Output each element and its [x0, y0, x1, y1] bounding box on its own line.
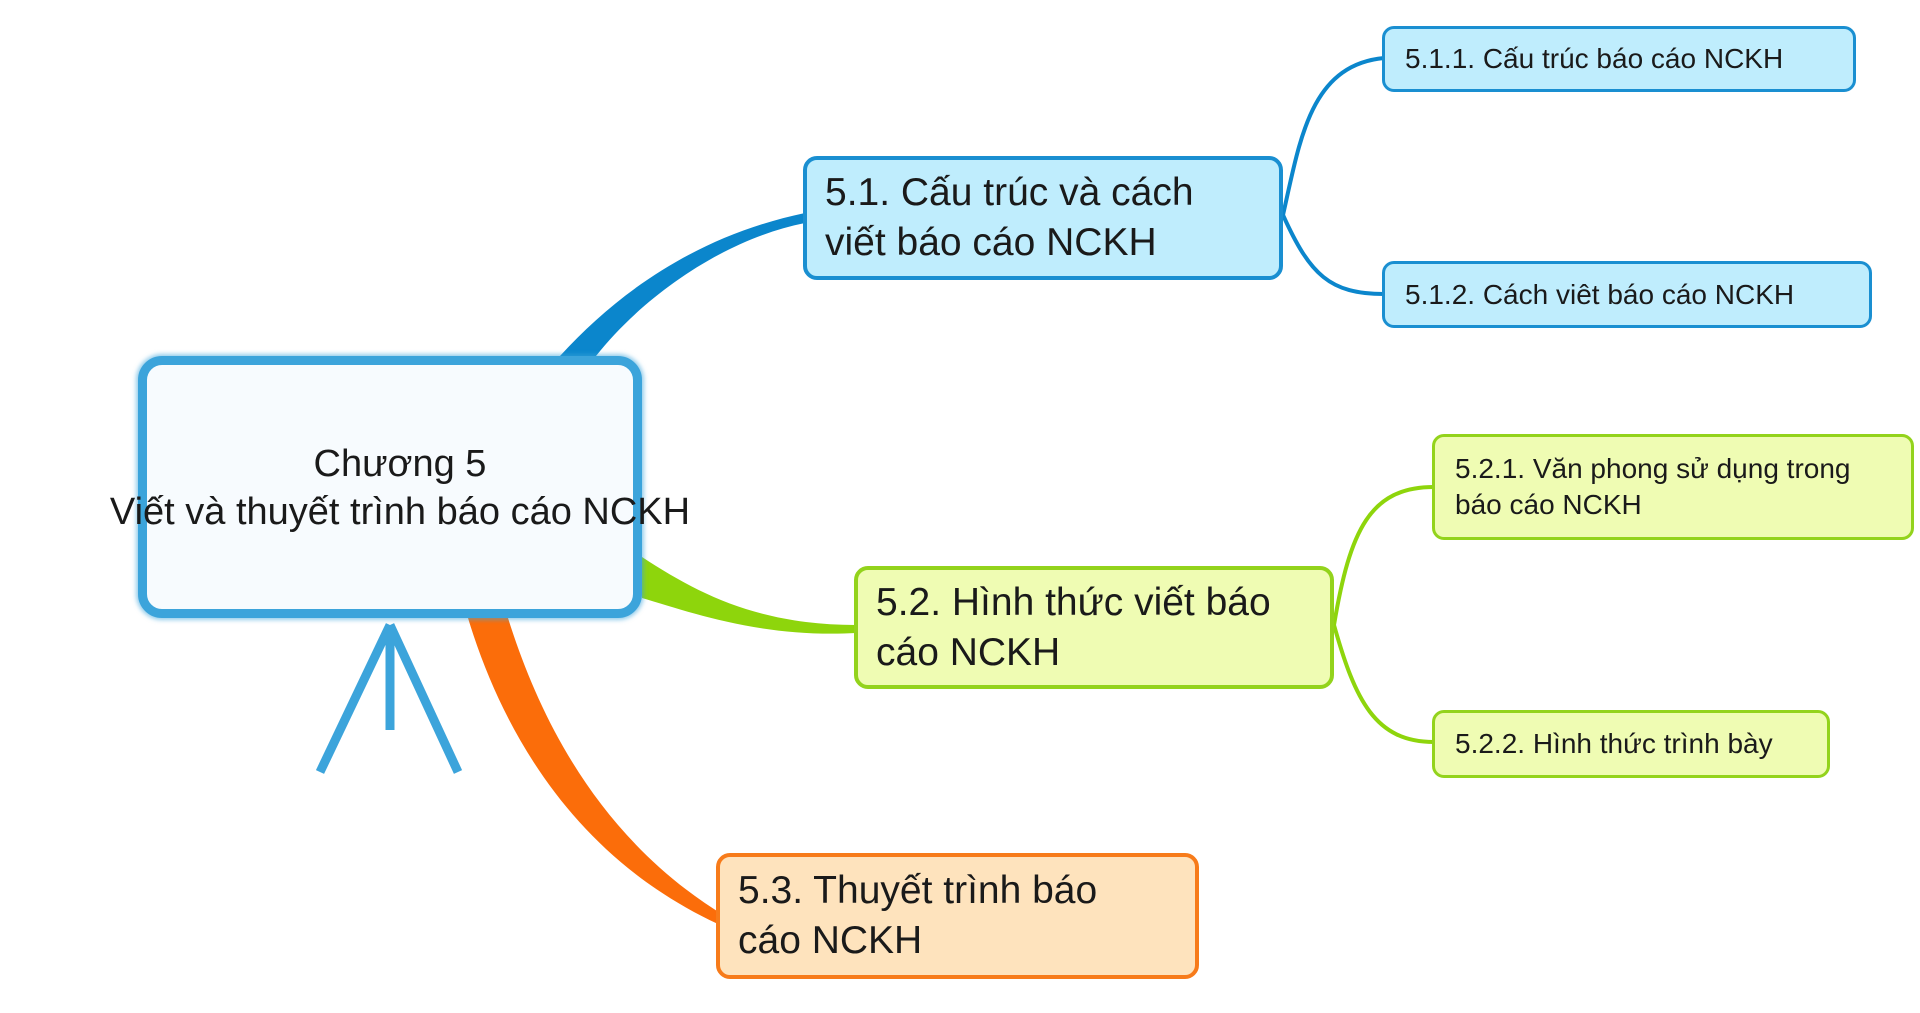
- topic-5-1-label: 5.1. Cấu trúc và cách viết báo cáo NCKH: [825, 171, 1194, 264]
- subtopic-5-1-2[interactable]: 5.1.2. Cách viêt báo cáo NCKH: [1382, 261, 1872, 328]
- subtopic-5-1-1-label: 5.1.1. Cấu trúc báo cáo NCKH: [1405, 43, 1784, 75]
- topic-5-2[interactable]: 5.2. Hình thức viết báo cáo NCKH: [854, 566, 1334, 689]
- branch-5-2-2: [1332, 624, 1435, 744]
- branch-5-1: [560, 213, 805, 356]
- subtopic-5-1-1[interactable]: 5.1.1. Cấu trúc báo cáo NCKH: [1382, 26, 1856, 92]
- subtopic-5-1-2-label: 5.1.2. Cách viêt báo cáo NCKH: [1405, 278, 1795, 310]
- subtopic-5-2-2[interactable]: 5.2.2. Hình thức trình bày: [1432, 710, 1830, 778]
- topic-5-3[interactable]: 5.3. Thuyết trình báo cáo NCKH: [716, 853, 1199, 979]
- central-topic-line-2: Viết và thuyết trình báo cáo NCKH: [109, 491, 691, 533]
- central-topic-label: Chương 5 Viết và thuyết trình báo cáo NC…: [60, 440, 740, 536]
- presentation-easel-icon: [315, 623, 463, 774]
- branch-5-3: [468, 618, 725, 924]
- branch-5-1-1: [1281, 56, 1385, 216]
- subtopic-5-2-2-label: 5.2.2. Hình thức trình bày: [1455, 728, 1773, 760]
- branch-5-2: [642, 557, 856, 634]
- topic-5-2-label: 5.2. Hình thức viết báo cáo NCKH: [876, 580, 1271, 674]
- branch-5-1-2: [1281, 214, 1385, 296]
- subtopic-5-2-1-label: 5.2.1. Văn phong sử dụng trong báo cáo N…: [1455, 453, 1851, 520]
- topic-5-3-label: 5.3. Thuyết trình báo cáo NCKH: [738, 869, 1098, 962]
- subtopic-5-2-1[interactable]: 5.2.1. Văn phong sử dụng trong báo cáo N…: [1432, 434, 1914, 540]
- central-topic-board[interactable]: [138, 356, 642, 618]
- branch-5-2-1: [1332, 485, 1435, 626]
- topic-5-1[interactable]: 5.1. Cấu trúc và cách viết báo cáo NCKH: [803, 156, 1283, 280]
- central-topic-line-1: Chương 5: [313, 443, 487, 485]
